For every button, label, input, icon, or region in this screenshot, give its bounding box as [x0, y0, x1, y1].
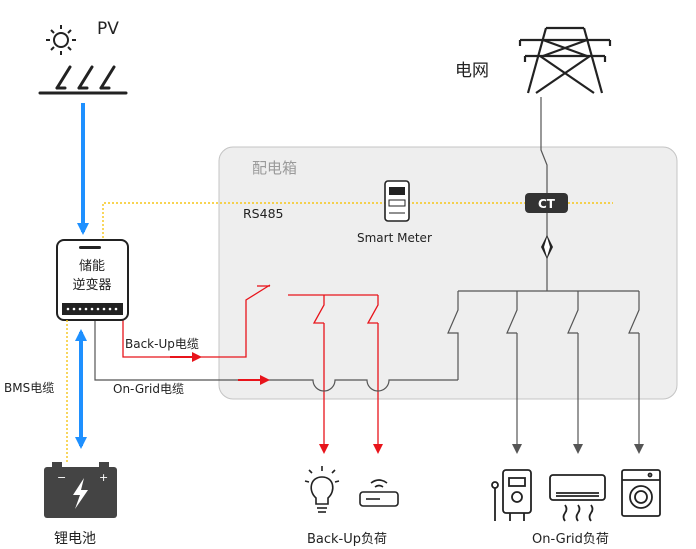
ct-label: CT: [538, 197, 556, 211]
smart-meter-icon: [384, 180, 410, 222]
meter-label: Smart Meter: [357, 231, 432, 245]
pv-label: PV: [97, 19, 119, 39]
sun-icon: [46, 25, 76, 55]
ct-icon: CT: [525, 193, 568, 213]
backup-cable-label: Back-Up电缆: [125, 337, 199, 351]
air-conditioner-icon: [549, 474, 606, 522]
inverter-icon: [56, 239, 129, 321]
inverter-label-line2: 逆变器: [72, 277, 111, 293]
water-heater-icon: [491, 469, 532, 521]
distribution-box: [218, 146, 678, 400]
rs485-label: RS485: [243, 206, 283, 221]
washing-machine-icon: [621, 469, 661, 517]
box-label: 配电箱: [252, 159, 297, 177]
inverter-label-line1: 储能: [79, 259, 105, 274]
grid-tower-icon: [518, 26, 612, 94]
bms-cable-label: BMS电缆: [4, 381, 54, 395]
battery-label: 锂电池: [54, 531, 96, 547]
bulb-icon: [304, 466, 340, 513]
ongrid-cable-line: [94, 300, 458, 392]
ongrid-load-label: On-Grid负荷: [532, 532, 609, 547]
svg-text:+: +: [99, 471, 108, 484]
ongrid-cable-label: On-Grid电缆: [113, 382, 184, 396]
grid-feed-line: [540, 97, 548, 195]
solar-panel-icon: [38, 65, 128, 95]
grid-label: 电网: [455, 61, 489, 81]
backup-load-label: Back-Up负荷: [307, 532, 387, 547]
svg-text:−: −: [57, 471, 66, 484]
router-icon: [359, 479, 399, 507]
ongrid-breakers: [447, 290, 640, 380]
battery-icon: − +: [44, 462, 117, 518]
